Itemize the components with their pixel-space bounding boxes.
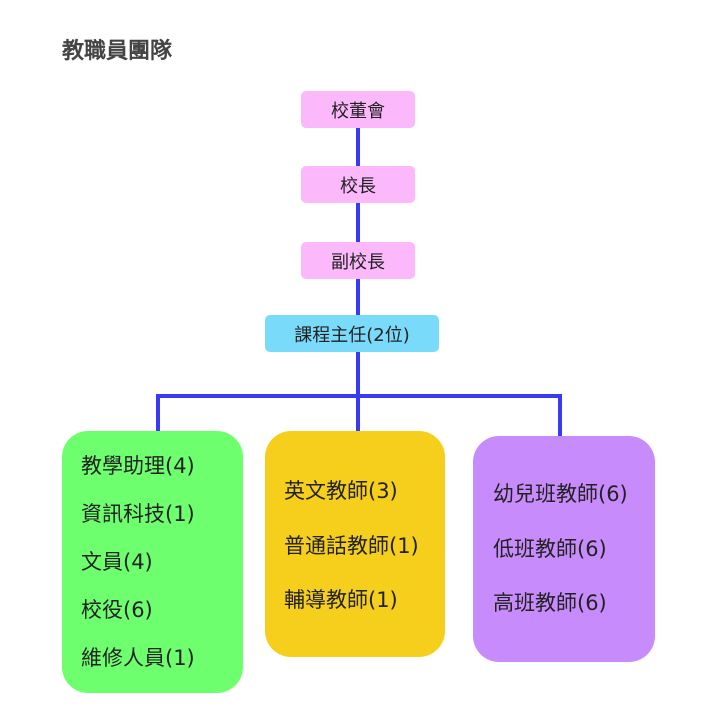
list-item: 高班教師(6) <box>493 591 607 615</box>
page-title: 教職員團隊 <box>62 39 173 64</box>
node-vice-principal: 副校長 <box>301 242 415 279</box>
group-support-staff: 教學助理(4) 資訊科技(1) 文員(4) 校役(6) 維修人員(1) <box>62 431 243 693</box>
list-item: 校役(6) <box>81 598 153 622</box>
connector-main-vertical <box>356 127 360 432</box>
list-item: 資訊科技(1) <box>81 502 195 526</box>
list-item: 維修人員(1) <box>81 646 195 670</box>
node-principal: 校長 <box>301 166 415 203</box>
node-board: 校董會 <box>301 91 415 128</box>
list-item: 輔導教師(1) <box>284 588 398 612</box>
node-curriculum-head: 課程主任(2位) <box>265 315 439 352</box>
group-subject-teachers: 英文教師(3) 普通話教師(1) 輔導教師(1) <box>265 431 445 657</box>
list-item: 低班教師(6) <box>493 537 607 561</box>
list-item: 教學助理(4) <box>81 454 195 478</box>
group-class-teachers: 幼兒班教師(6) 低班教師(6) 高班教師(6) <box>473 436 655 662</box>
list-item: 文員(4) <box>81 550 153 574</box>
list-item: 英文教師(3) <box>284 479 398 503</box>
connector-horizontal <box>156 394 562 398</box>
list-item: 幼兒班教師(6) <box>493 482 628 506</box>
connector-left <box>156 394 160 432</box>
list-item: 普通話教師(1) <box>284 534 419 558</box>
connector-right <box>558 394 562 437</box>
